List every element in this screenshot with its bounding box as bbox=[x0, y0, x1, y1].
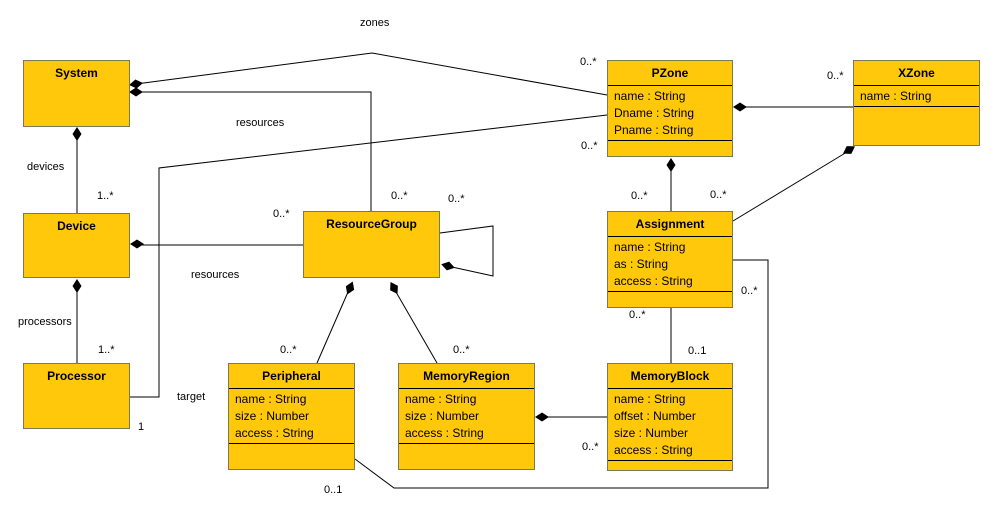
class-processor[interactable]: Processor bbox=[23, 363, 130, 429]
composition-diamond-icon bbox=[733, 102, 747, 112]
composition-diamond-icon bbox=[666, 158, 676, 172]
operation-compartment bbox=[229, 443, 354, 469]
multiplicity-label: 0..* bbox=[827, 70, 844, 82]
operation-compartment bbox=[399, 443, 534, 469]
assoc-resourcegroup-memoryregion bbox=[395, 291, 438, 364]
label-resources: resources bbox=[236, 117, 285, 129]
multiplicity-label: 0..* bbox=[391, 190, 408, 202]
class-peripheral[interactable]: Peripheral name : String size : Number a… bbox=[228, 363, 355, 470]
class-attribute: name : String bbox=[614, 392, 686, 406]
label-zones: zones bbox=[360, 17, 390, 29]
class-attribute: size : Number bbox=[405, 409, 480, 423]
class-title: System bbox=[55, 66, 98, 80]
multiplicity-label: 0..* bbox=[581, 140, 598, 152]
composition-diamond-icon bbox=[390, 281, 398, 295]
assoc-resourcegroup-self bbox=[439, 225, 494, 277]
class-title: Peripheral bbox=[262, 369, 321, 383]
class-title: MemoryRegion bbox=[423, 369, 510, 383]
composition-diamond-icon bbox=[842, 146, 856, 154]
composition-diamond-icon bbox=[129, 79, 143, 89]
attribute-compartment: name : String size : Number access : Str… bbox=[399, 388, 534, 443]
multiplicity-label: 0..* bbox=[582, 441, 599, 453]
composition-diamond-icon bbox=[72, 127, 82, 141]
assoc-resourcegroup-peripheral bbox=[316, 291, 349, 364]
operation-compartment bbox=[608, 140, 732, 156]
composition-diamond-icon bbox=[72, 279, 82, 293]
attribute-compartment: name : String offset : Number size : Num… bbox=[608, 388, 732, 460]
attribute-compartment: name : String bbox=[854, 85, 979, 106]
composition-diamond-icon bbox=[535, 412, 549, 422]
multiplicity-label: 1..* bbox=[97, 190, 114, 202]
multiplicity-label: 0..* bbox=[448, 193, 465, 205]
class-xzone[interactable]: XZone name : String bbox=[853, 60, 980, 146]
multiplicity-label: 0..* bbox=[273, 208, 290, 220]
assoc-assignment-peripheral bbox=[354, 259, 769, 489]
multiplicity-label: 0..* bbox=[280, 344, 297, 356]
class-attribute: name : String bbox=[860, 89, 932, 103]
class-title: ResourceGroup bbox=[326, 217, 417, 231]
multiplicity-label: 0..* bbox=[453, 344, 470, 356]
class-title: Processor bbox=[47, 369, 106, 383]
attribute-compartment: name : String as : String access : Strin… bbox=[608, 236, 732, 291]
composition-diamond-icon bbox=[345, 281, 355, 295]
assoc-system-resourcegroup bbox=[136, 91, 372, 211]
class-attribute: as : String bbox=[614, 257, 669, 271]
class-attribute: Dname : String bbox=[614, 106, 695, 120]
class-title: XZone bbox=[898, 66, 935, 80]
multiplicity-label: 0..1 bbox=[688, 345, 707, 357]
assoc-pzone-processor-target bbox=[130, 114, 608, 398]
class-attribute: Pname : String bbox=[614, 123, 694, 137]
class-attribute: name : String bbox=[405, 392, 477, 406]
class-attribute: access : String bbox=[614, 443, 693, 457]
class-title: MemoryBlock bbox=[630, 369, 710, 383]
class-attribute: access : String bbox=[235, 426, 314, 440]
class-memoryregion[interactable]: MemoryRegion name : String size : Number… bbox=[398, 363, 535, 470]
class-title: PZone bbox=[651, 66, 689, 80]
multiplicity-label: 0..* bbox=[629, 309, 646, 321]
class-assignment[interactable]: Assignment name : String as : String acc… bbox=[607, 211, 733, 308]
class-title: Device bbox=[57, 219, 96, 233]
class-device[interactable]: Device bbox=[23, 213, 130, 278]
assoc-xzone-assignment bbox=[732, 151, 848, 222]
class-memoryblock[interactable]: MemoryBlock name : String offset : Numbe… bbox=[607, 363, 733, 471]
label-devices: devices bbox=[27, 161, 65, 173]
class-attribute: access : String bbox=[405, 426, 484, 440]
operation-compartment bbox=[608, 460, 732, 470]
attribute-compartment: name : String Dname : String Pname : Str… bbox=[608, 85, 732, 140]
label-target: target bbox=[177, 391, 206, 403]
multiplicity-label: 0..* bbox=[710, 189, 727, 201]
operation-compartment bbox=[608, 291, 732, 307]
class-resourcegroup[interactable]: ResourceGroup bbox=[303, 211, 440, 278]
multiplicity-label: 0..* bbox=[580, 56, 597, 68]
multiplicity-label: 0..1 bbox=[324, 484, 343, 496]
class-title: Assignment bbox=[635, 217, 705, 231]
multiplicity-label: 0..* bbox=[631, 190, 648, 202]
class-attribute: access : String bbox=[614, 274, 693, 288]
class-attribute: name : String bbox=[614, 240, 686, 254]
operation-compartment bbox=[854, 106, 979, 145]
composition-diamond-icon bbox=[129, 87, 143, 97]
assoc-system-pzone-zones bbox=[135, 52, 608, 96]
multiplicity-label: 0..* bbox=[741, 285, 758, 297]
class-attribute: name : String bbox=[235, 392, 307, 406]
class-pzone[interactable]: PZone name : String Dname : String Pname… bbox=[607, 60, 733, 157]
class-system[interactable]: System bbox=[23, 60, 130, 127]
multiplicity-label: 1 bbox=[138, 421, 145, 433]
class-attribute: size : Number bbox=[235, 409, 310, 423]
multiplicity-label: 1..* bbox=[98, 344, 115, 356]
class-attribute: size : Number bbox=[614, 426, 689, 440]
attribute-compartment: name : String size : Number access : Str… bbox=[229, 388, 354, 443]
class-attribute: offset : Number bbox=[614, 409, 696, 423]
label-processors: processors bbox=[18, 316, 72, 328]
composition-diamond-icon bbox=[130, 239, 144, 249]
class-attribute: name : String bbox=[614, 89, 686, 103]
composition-diamond-icon bbox=[441, 261, 455, 271]
label-resources: resources bbox=[191, 269, 240, 281]
